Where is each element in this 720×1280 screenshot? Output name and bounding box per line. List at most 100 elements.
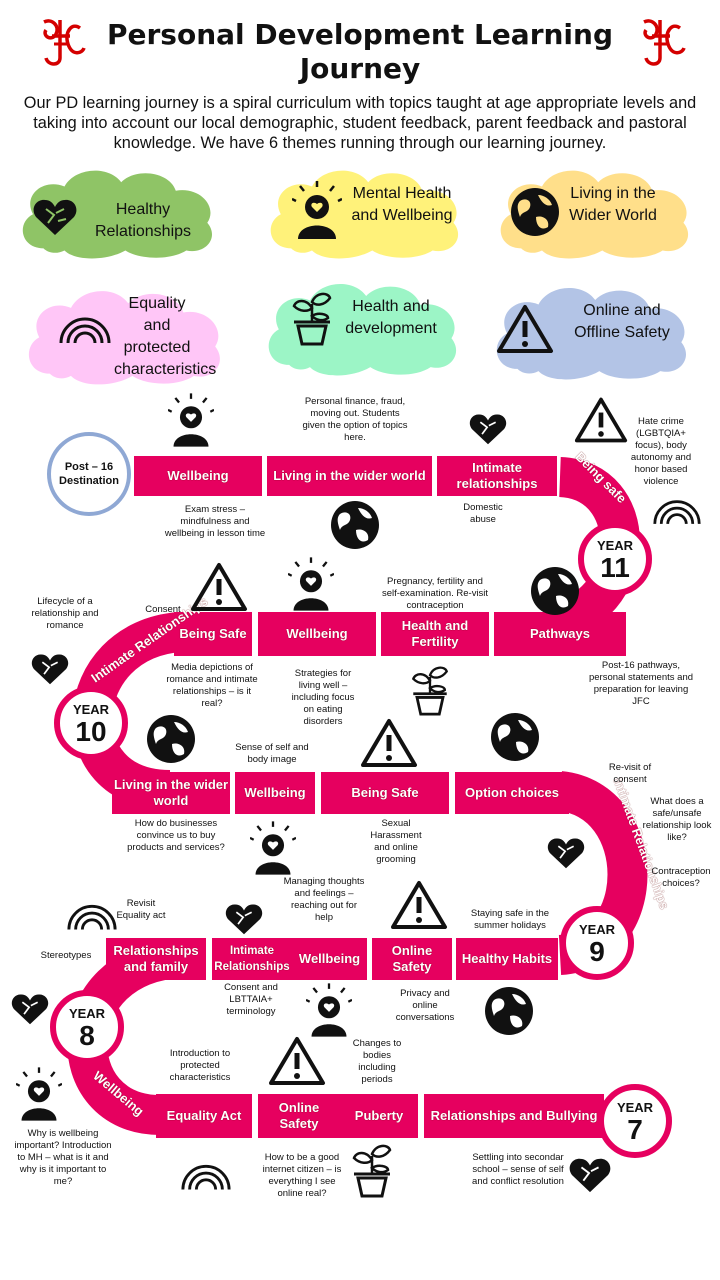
- globe-icon: [531, 567, 579, 615]
- note-y11-wider: Personal finance, fraud, moving out. Stu…: [302, 396, 408, 443]
- segment-y10-wider-world: Living in the wider world: [112, 772, 230, 814]
- heart-puzzle-icon: [469, 414, 507, 445]
- theme-label: Mental Health and Wellbeing: [351, 185, 453, 224]
- rainbow-icon: [181, 1164, 231, 1190]
- theme-equality: Equality and protected characteristics: [18, 283, 230, 385]
- theme-label: Healthy Relationships: [94, 201, 192, 240]
- segment-y11-wellbeing: Wellbeing: [134, 456, 262, 496]
- segment-y8-puberty: Puberty: [340, 1094, 418, 1138]
- note-y11-post16: Post-16 pathways, personal statements an…: [588, 660, 694, 707]
- heart-puzzle-icon: [569, 1158, 611, 1193]
- note-y11-pregnancy: Pregnancy, fertility and self-examinatio…: [381, 576, 489, 611]
- globe-icon: [485, 987, 533, 1035]
- note-y11-consent: Consent: [145, 604, 181, 615]
- warning-icon: [191, 563, 247, 611]
- theme-wider-world: Living in the Wider World: [490, 163, 698, 259]
- person-head-icon: [306, 983, 352, 1037]
- segment-y8-equality-act: Equality Act: [156, 1094, 252, 1138]
- person-head-icon: [292, 181, 342, 239]
- heart-puzzle-icon: [33, 199, 77, 235]
- note-y8-stereo: Stereotypes: [40, 950, 92, 961]
- warning-icon: [361, 719, 417, 767]
- note-y8-intro: Introduction to protected characteristic…: [169, 1048, 231, 1083]
- person-head-icon: [250, 821, 296, 875]
- segment-y11-health-fertility: Health and Fertility: [381, 612, 489, 656]
- warning-icon: [391, 881, 447, 929]
- theme-online-safety: Online and Offline Safety: [486, 280, 696, 380]
- note-y10-lifecycle: Lifecycle of a relationship and romance: [31, 596, 99, 631]
- note-y11-exam: Exam stress – mindfulness and wellbeing …: [164, 504, 266, 539]
- segment-y9-healthy-habits: Healthy Habits: [456, 938, 558, 980]
- theme-label: Equality and protected characteristics: [114, 295, 217, 378]
- segment-y9-wellbeing: Wellbeing: [292, 938, 367, 980]
- warning-icon: [269, 1037, 325, 1085]
- segment-y11-being-safe: Being Safe: [174, 612, 252, 656]
- rainbow-icon: [67, 904, 117, 930]
- segment-y10-being-safe: Being Safe: [321, 772, 449, 814]
- warning-icon: [497, 305, 553, 353]
- theme-label: Health and development: [345, 298, 437, 337]
- note-y9-summer: Staying safe in the summer holidays: [470, 908, 550, 931]
- segment-y11-wellbeing-2: Wellbeing: [258, 612, 376, 656]
- note-y8-internet: How to be a good internet citizen – is e…: [262, 1152, 342, 1199]
- note-y11-media: Media depictions of romance and intimate…: [166, 662, 258, 709]
- plant-pot-icon: [352, 1144, 392, 1198]
- globe-icon: [331, 501, 379, 549]
- school-logo-right: [643, 19, 686, 66]
- note-y10-business: How do businesses convince us to buy pro…: [127, 818, 225, 853]
- segment-y11-pathways: Pathways: [494, 612, 626, 656]
- page-title: Personal Development Learning Journey: [106, 18, 614, 85]
- rainbow-icon: [653, 500, 701, 525]
- note-y9-privacy: Privacy and online conversations: [395, 988, 455, 1023]
- note-y8-bodies: Changes to bodies including periods: [352, 1038, 402, 1085]
- theme-label: Online and Offline Safety: [574, 302, 670, 341]
- heart-puzzle-icon: [225, 904, 263, 935]
- segment-y9-online-safety: Online Safety: [372, 938, 452, 980]
- post-16-destination: Post – 16 Destination: [47, 432, 131, 516]
- segment-y11-intimate: Intimate relationships: [437, 456, 557, 496]
- school-logo-left: [43, 19, 86, 66]
- heart-puzzle-icon: [31, 654, 69, 685]
- person-head-icon: [16, 1067, 62, 1121]
- segment-y8-relationships-bullying: Relationships and Bullying: [424, 1094, 604, 1138]
- segment-y10-wellbeing: Wellbeing: [235, 772, 315, 814]
- note-y9-managing: Managing thoughts and feelings – reachin…: [283, 876, 365, 923]
- note-y8-equality: Revisit Equality act: [116, 898, 166, 921]
- segment-y9-relationships-family: Relationships and family: [106, 938, 206, 980]
- theme-health-development: Health and development: [258, 276, 466, 376]
- note-y9-safe: What does a safe/unsafe relationship loo…: [642, 796, 712, 843]
- note-y11-hate: Hate crime (LGBTQIA+ focus), body autono…: [630, 416, 692, 487]
- globe-icon: [147, 715, 195, 763]
- note-y11-strategies: Strategies for living well – including f…: [291, 668, 355, 727]
- segment-y10-option-choices: Option choices: [455, 772, 569, 814]
- segment-y9-intimate: Intimate Relationships: [212, 938, 292, 980]
- globe-icon: [491, 713, 539, 761]
- heart-puzzle-icon: [11, 994, 49, 1025]
- note-y8-lgbt: Consent and LBTTAIA+ terminology: [224, 982, 278, 1017]
- note-y10-self: Sense of self and body image: [235, 742, 309, 765]
- heart-puzzle-icon: [547, 838, 585, 869]
- segment-y8-online-safety: Online Safety: [258, 1094, 340, 1138]
- plant-pot-icon: [411, 666, 449, 716]
- intro-text: Our PD learning journey is a spiral curr…: [23, 94, 697, 152]
- person-head-icon: [168, 393, 214, 447]
- plant-pot-icon: [292, 292, 332, 346]
- rainbow-icon: [59, 317, 111, 344]
- note-y10-harass: Sexual Harassment and online grooming: [370, 818, 422, 865]
- note-y9-contra: Contraception choices?: [651, 866, 711, 889]
- theme-label: Living in the Wider World: [569, 185, 657, 224]
- globe-icon: [511, 188, 559, 236]
- theme-mental-health: Mental Health and Wellbeing: [260, 163, 468, 259]
- note-y8-why: Why is wellbeing important? Introduction…: [14, 1128, 112, 1187]
- note-y8-settling: Settling into secondar school – sense of…: [472, 1152, 564, 1187]
- note-y9-revisit: Re-visit of consent: [608, 762, 652, 785]
- segment-y11-wider-world: Living in the wider world: [267, 456, 432, 496]
- note-y11-domestic: Domestic abuse: [463, 502, 503, 525]
- theme-healthy-relationships: Healthy Relationships: [12, 163, 222, 259]
- warning-icon: [574, 397, 628, 443]
